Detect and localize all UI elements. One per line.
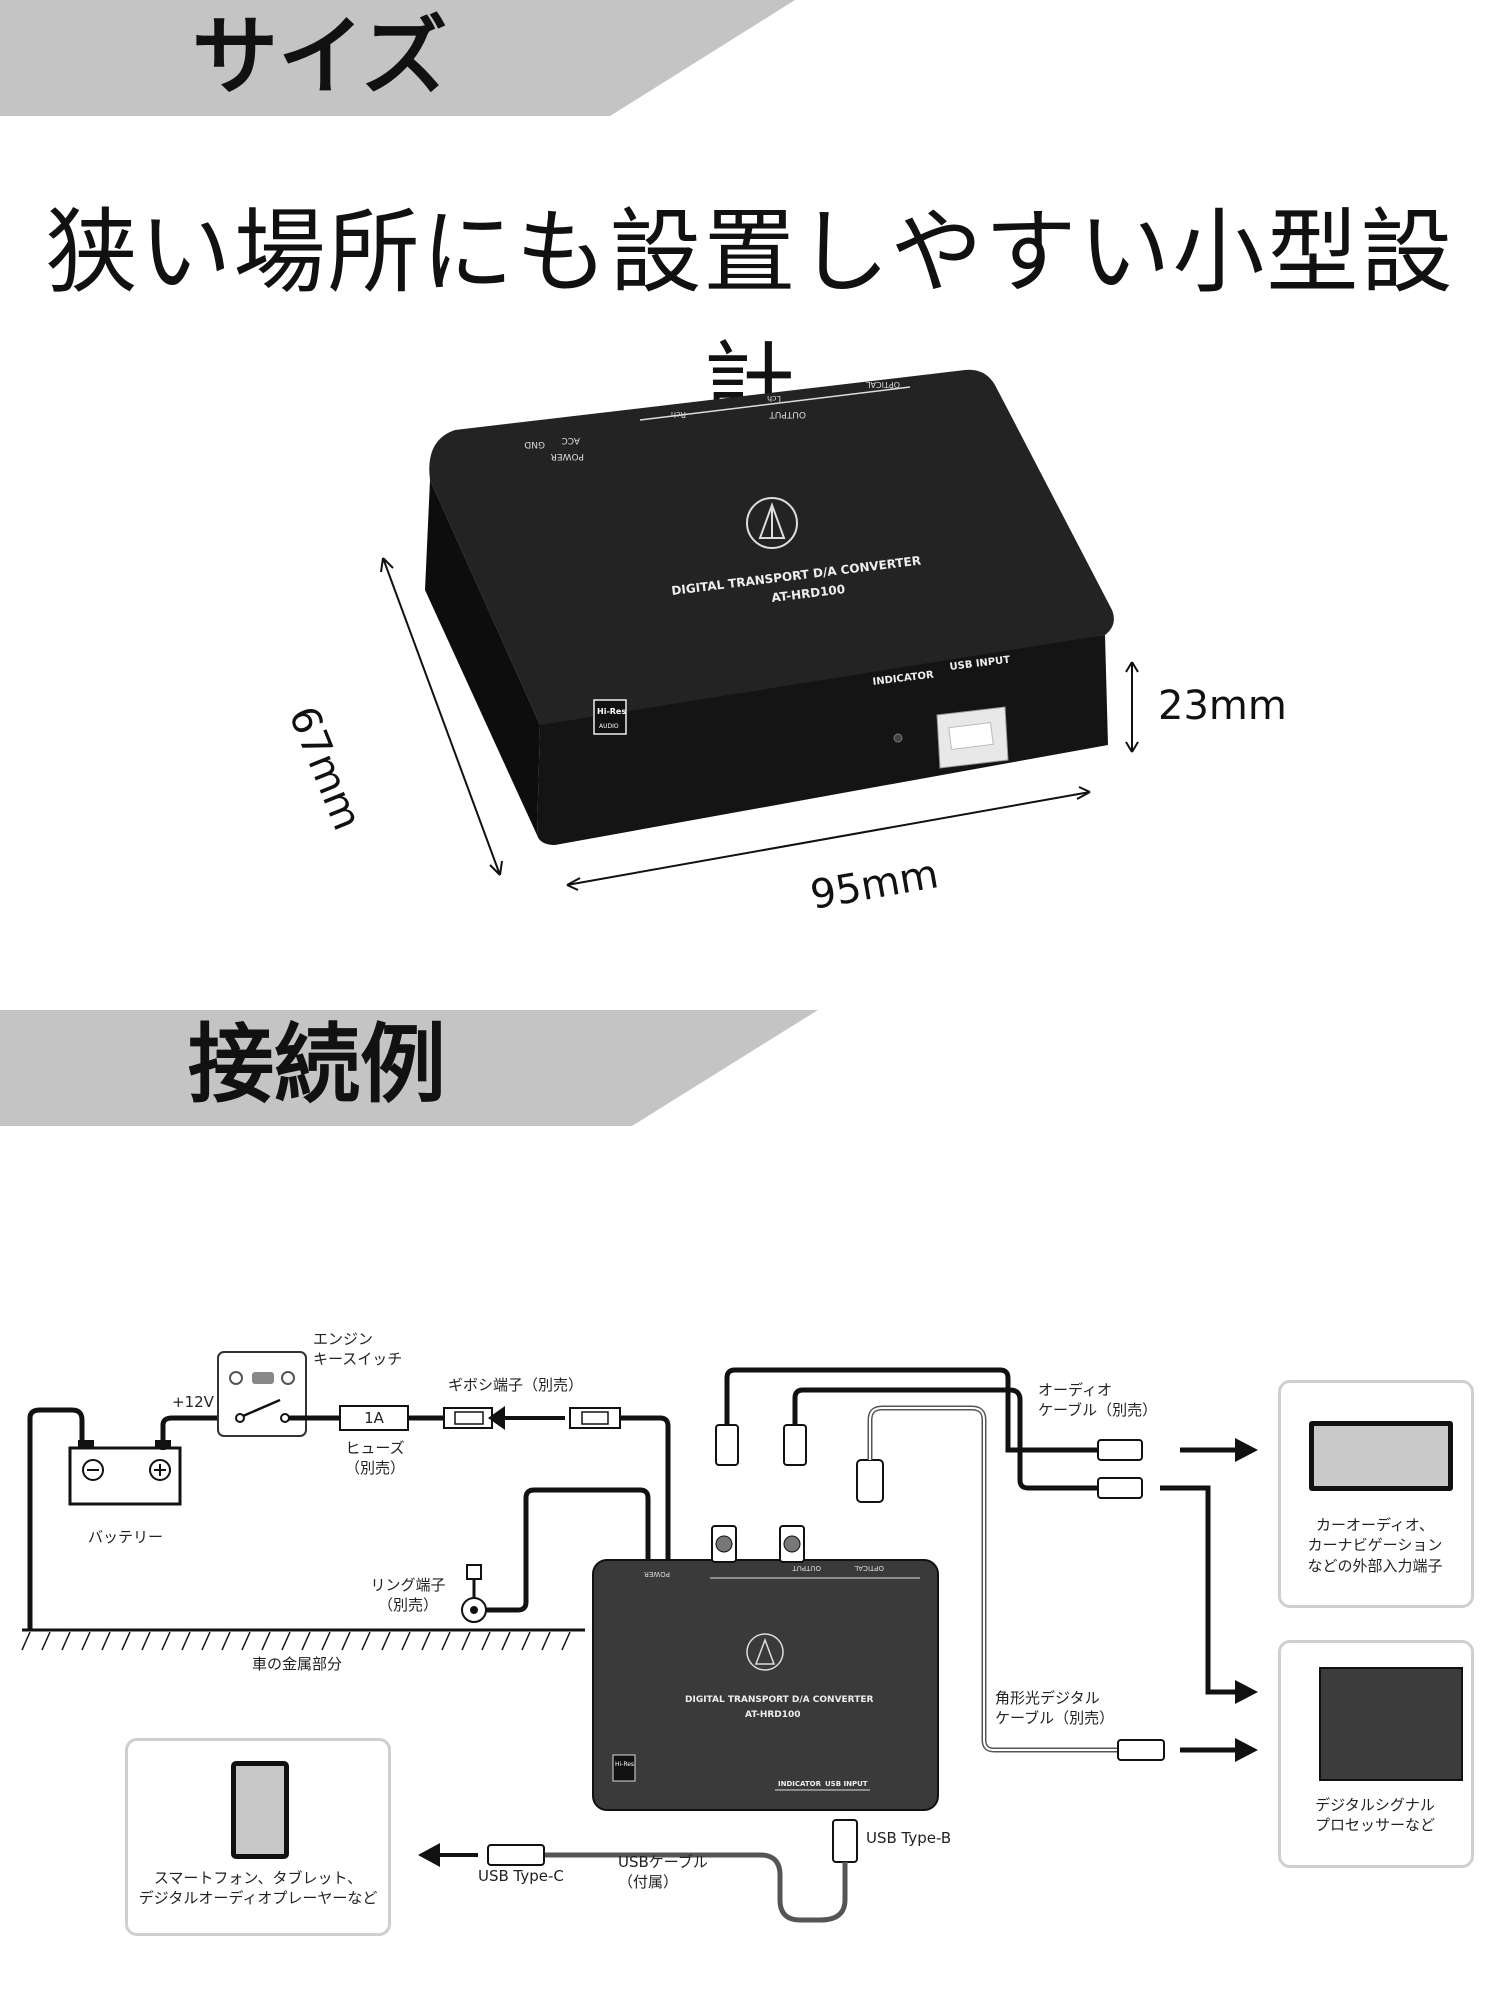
- smartphone-label: スマートフォン、タブレット、 デジタルオーディオプレーヤーなど: [138, 1869, 378, 1908]
- diagram-device-power: POWER: [644, 1570, 670, 1578]
- device-port-lch: Lch: [767, 394, 781, 403]
- connection-heading: 接続例: [188, 1015, 446, 1115]
- car-audio-screen-icon: [1309, 1421, 1453, 1491]
- brand-logo-icon: [746, 497, 798, 549]
- size-tagline: 狭い場所にも設置しやすい小型設計: [45, 199, 1455, 439]
- device-port-rch: Rch: [671, 410, 686, 419]
- product-dimension-figure: POWER ACC GND OUTPUT Rch Lch OPTICAL DIG…: [380, 369, 1139, 891]
- hires-badge-top: Hi-Res: [597, 707, 626, 716]
- smartphone-icon: [231, 1761, 289, 1859]
- diagram-device-model: AT-HRD100: [745, 1710, 801, 1720]
- gibosi-terminal-icon: [443, 1406, 621, 1430]
- diagram-device-output: OUTPUT: [792, 1564, 821, 1572]
- device-side-face: [425, 480, 540, 835]
- device-port-output: OUTPUT: [769, 409, 806, 419]
- optical-cable-label: 角形光デジタル ケーブル（別売）: [995, 1689, 1115, 1728]
- diagram-device-name: DIGITAL TRANSPORT D/A CONVERTER: [685, 1695, 873, 1705]
- smartphone-box: [125, 1738, 391, 1936]
- depth-dimension-line: [382, 557, 501, 876]
- usb-type-b-label: USB Type-B: [866, 1829, 952, 1847]
- dsp-box: [1278, 1640, 1474, 1868]
- device-port-power: POWER: [551, 451, 584, 461]
- ring-terminal-icon: [461, 1564, 487, 1623]
- hires-badge: [593, 699, 627, 735]
- audio-cable-label: オーディオ ケーブル（別売）: [1038, 1381, 1158, 1420]
- connection-diagram: POWER OUTPUT OPTICAL DIGITAL TRANSPORT D…: [21, 1351, 1258, 1923]
- diagram-device-usb-input: USB INPUT: [825, 1780, 868, 1788]
- fuse-icon: [339, 1405, 409, 1431]
- dsp-unit-icon: [1319, 1667, 1463, 1781]
- fuse-value-label: 1A: [364, 1409, 384, 1427]
- device-port-acc: ACC: [561, 435, 580, 445]
- device-front-face: [537, 635, 1108, 845]
- device-port-optical: OPTICAL: [866, 380, 900, 389]
- diagram-device-optical: OPTICAL: [854, 1564, 884, 1572]
- device-port-gnd: GND: [524, 439, 545, 449]
- battery-label: バッテリー: [88, 1528, 164, 1546]
- diagram-device-indicator: INDICATOR: [778, 1780, 822, 1788]
- car-metal-label: 車の金属部分: [248, 1654, 347, 1675]
- plus12v-label: +12V: [172, 1393, 214, 1411]
- dsp-label: デジタルシグナル プロセッサーなど: [1314, 1796, 1435, 1835]
- car-audio-box: [1278, 1380, 1474, 1608]
- hires-badge-bottom: AUDIO: [599, 723, 619, 730]
- car-audio-label: カーオーディオ、 カーナビゲーション などの外部入力端子: [1307, 1516, 1443, 1575]
- usb-type-c-label: USB Type-C: [478, 1867, 564, 1885]
- fuse-label: ヒューズ （別売）: [344, 1439, 405, 1478]
- device-top-face: [429, 369, 1114, 736]
- device-diagram-icon: [592, 1525, 939, 1811]
- header-band-shape: [0, 0, 795, 116]
- engine-key-switch-icon: [217, 1351, 307, 1437]
- width-dimension-line: [566, 791, 1091, 886]
- ground-hatch: [21, 1631, 571, 1651]
- usb-cable-label: USBケーブル （付属）: [618, 1853, 708, 1892]
- height-dimension-label: 23mm: [1158, 683, 1287, 729]
- engine-key-label: エンジン キースイッチ: [313, 1330, 403, 1369]
- indicator-led: [893, 733, 903, 743]
- gibosi-label: ギボシ端子（別売）: [448, 1376, 584, 1394]
- ring-terminal-label: リング端子 （別売）: [370, 1576, 446, 1615]
- header-band-shape: [0, 1010, 818, 1126]
- size-heading: サイズ: [192, 7, 448, 107]
- diagram-hires-top: Hi-Res: [615, 1761, 634, 1768]
